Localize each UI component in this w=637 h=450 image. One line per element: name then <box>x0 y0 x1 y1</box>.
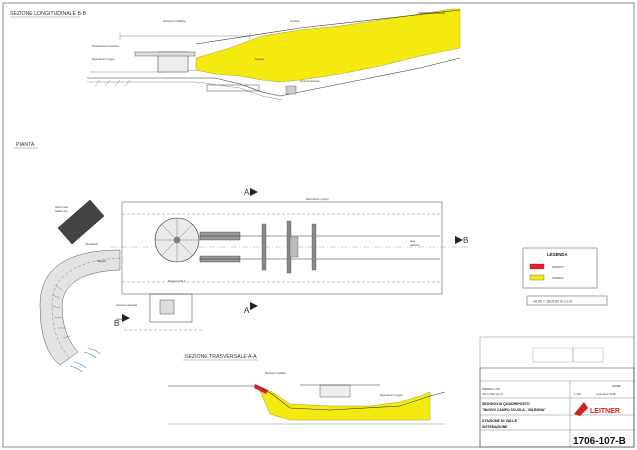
svg-text:Vano prese: Vano prese <box>55 205 69 209</box>
svg-text:Corridoio: Corridoio <box>116 317 127 321</box>
svg-text:Recinzione in legno: Recinzione in legno <box>92 57 115 61</box>
longitudinal-section: SEZIONE LONGITUDINALE B-B Struttura meta… <box>10 8 461 101</box>
project-line-1: SEGGIOVIA QUADRIPOSTO <box>482 402 530 406</box>
subject-line-1: STAZIONE DI VALLE <box>482 419 518 423</box>
plan-building <box>57 199 105 245</box>
company-logo: LEITNER <box>574 402 620 416</box>
transversal-section-title: SEZIONE TRASVERSALE A-A <box>185 354 257 360</box>
transversal-fill-yellow <box>257 385 431 421</box>
svg-text:Station box: Station box <box>55 209 69 213</box>
svg-text:Struttura metallica: Struttura metallica <box>163 19 186 23</box>
legend-label-1: STERRO <box>552 276 564 280</box>
slope-arrows <box>69 347 101 373</box>
client-line-1: MEDENA (TN) <box>482 387 500 391</box>
date-value: novembre 2018 <box>596 392 616 396</box>
svg-text:Recinzione in legno: Recinzione in legno <box>306 197 329 201</box>
section-marker-b-left: B <box>114 319 119 328</box>
title-block: MEDENA (TN) SIF LUSIA S.p.A. SEGGIOVIA Q… <box>479 367 635 448</box>
longitudinal-section-title: SEZIONE LONGITUDINALE B-B <box>10 11 87 17</box>
plan-approach-curve <box>39 249 121 366</box>
svg-text:Rivestimento in lamiera: Rivestimento in lamiera <box>92 44 120 48</box>
longitudinal-fill-yellow <box>195 8 461 83</box>
section-marker-a-bottom: A <box>244 306 250 315</box>
legend-swatch-yellow <box>529 274 545 281</box>
elevation-text: ±0.00 = 1815.80 m s.l.m. <box>533 300 573 304</box>
svg-text:Tappeto 4.00 m: Tappeto 4.00 m <box>168 279 186 283</box>
svg-text:Punto di accesso: Punto di accesso <box>300 79 320 83</box>
legend-label-0: SPORTO <box>552 265 565 269</box>
svg-text:Struttura metallica: Struttura metallica <box>265 371 286 375</box>
svg-text:Tappeto: Tappeto <box>255 57 265 61</box>
code-small: WGMP <box>612 384 621 388</box>
project-line-2: "NUOVO CAMPO SCUOLA - VALBONA" <box>482 408 546 412</box>
legend-title: LEGENDA <box>547 252 567 257</box>
drawing-number: 1706-107-B <box>573 436 626 447</box>
transversal-section: SEZIONE TRASVERSALE A-A Struttura metall… <box>168 354 446 425</box>
client-line-2: SIF LUSIA S.p.A. <box>482 392 504 396</box>
svg-text:stazione: stazione <box>410 243 420 247</box>
plan-platform <box>121 201 443 295</box>
section-marker-b-right: B <box>463 236 468 245</box>
company-name: LEITNER <box>590 408 620 415</box>
svg-text:Tappeto: Tappeto <box>97 259 107 263</box>
section-marker-a-top: A <box>244 188 250 197</box>
svg-text:TERRENO NATURALE: TERRENO NATURALE <box>418 11 445 15</box>
company-logo-icon <box>574 402 588 416</box>
subject-line-2: SISTEMAZIONE <box>482 425 508 429</box>
elevation-note: ±0.00 = 1815.80 m s.l.m. <box>526 295 608 306</box>
svg-text:Accesso pedonale: Accesso pedonale <box>116 303 138 307</box>
svg-text:Cunetta: Cunetta <box>290 19 300 23</box>
plan-shelter <box>149 293 193 323</box>
legend-swatch-red <box>529 263 545 270</box>
svg-text:Recinzione in legno: Recinzione in legno <box>380 393 403 397</box>
scale-value: 1:100 <box>574 392 581 396</box>
legend: LEGENDA SPORTO STERRO <box>522 247 598 289</box>
plan-title: PIANTA <box>16 142 35 148</box>
transversal-fill-red <box>254 384 268 394</box>
svg-text:area: area <box>410 239 416 243</box>
plan-view: PIANTA Vano <box>14 142 470 373</box>
svg-text:Cancelletto: Cancelletto <box>85 242 99 246</box>
